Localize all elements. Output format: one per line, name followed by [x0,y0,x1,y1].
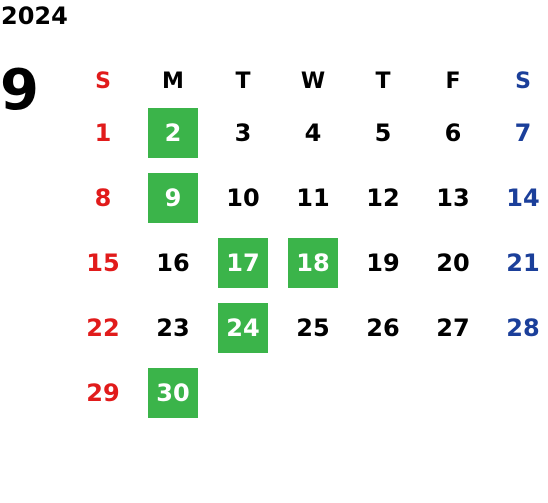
calendar-week: 29 30 [68,360,548,425]
day-number: 12 [366,183,400,212]
day-cell-tue: 10 [208,165,278,230]
day-number: 13 [436,183,470,212]
day-cell-thu: 12 [348,165,418,230]
calendar-week: 8 9 10 11 12 13 14 [68,165,548,230]
weekday-mon: M [162,68,184,94]
day-cell-thu: 19 [348,230,418,295]
day-cell-sat: 21 [488,230,548,295]
day-cell-sun: 22 [68,295,138,360]
day-number: 16 [156,248,190,277]
day-number: 11 [296,183,330,212]
day-cell-mon: 16 [138,230,208,295]
day-cell-wed: 4 [278,100,348,165]
day-number: 10 [226,183,260,212]
day-cell-thu: 5 [348,100,418,165]
day-number: 3 [234,118,252,147]
day-cell-sat: 14 [488,165,548,230]
day-cell-wed: 25 [278,295,348,360]
day-cell-fri: 27 [418,295,488,360]
day-number: 29 [86,378,120,407]
day-cell-mon: 2 [138,100,208,165]
day-number: 5 [374,118,392,147]
calendar-week: 22 23 24 25 26 27 28 [68,295,548,360]
day-number: 26 [366,313,400,342]
day-number: 27 [436,313,470,342]
day-number [288,368,338,418]
calendar-week: 15 16 17 18 19 20 21 [68,230,548,295]
day-cell-fri: 13 [418,165,488,230]
day-number: 21 [506,248,540,277]
day-cell-sun: 15 [68,230,138,295]
weekday-header: S M T W T F S [68,62,548,100]
weekday-tue: T [235,68,251,94]
day-cell-fri [418,360,488,425]
day-number: 8 [94,183,112,212]
day-cell-sun: 1 [68,100,138,165]
weekday-fri: F [445,68,461,94]
day-number: 20 [436,248,470,277]
day-number: 15 [86,248,120,277]
highlighted-day: 17 [218,237,268,288]
day-number: 14 [506,183,540,212]
day-cell-tue: 3 [208,100,278,165]
highlighted-day: 24 [218,302,268,353]
day-cell-sun: 8 [68,165,138,230]
day-number: 28 [506,313,540,342]
day-number [218,368,268,418]
day-number: 1 [94,118,112,147]
day-number [358,368,408,418]
weekday-sun: S [95,68,111,94]
day-cell-thu: 26 [348,295,418,360]
highlighted-day: 18 [288,237,338,288]
day-cell-thu [348,360,418,425]
day-number: 22 [86,313,120,342]
day-cell-fri: 20 [418,230,488,295]
calendar-month: 9 [0,58,39,123]
day-cell-wed: 11 [278,165,348,230]
day-cell-mon: 9 [138,165,208,230]
day-cell-mon: 23 [138,295,208,360]
day-cell-sat: 7 [488,100,548,165]
day-cell-sun: 29 [68,360,138,425]
day-cell-tue [208,360,278,425]
calendar-year: 2024 [1,2,68,30]
day-number: 6 [444,118,462,147]
day-cell-wed: 18 [278,230,348,295]
calendar-week: 1 2 3 4 5 6 7 [68,100,548,165]
weekday-thu: T [375,68,391,94]
weekday-wed: W [300,68,326,94]
day-cell-wed [278,360,348,425]
day-number: 25 [296,313,330,342]
day-cell-sat: 28 [488,295,548,360]
day-number [428,368,478,418]
day-number: 19 [366,248,400,277]
day-number: 23 [156,313,190,342]
highlighted-day: 9 [148,172,198,223]
highlighted-day: 2 [148,107,198,158]
day-cell-sat [488,360,548,425]
day-cell-tue: 17 [208,230,278,295]
day-number [498,368,548,418]
day-number: 7 [514,118,532,147]
weekday-sat: S [515,68,531,94]
highlighted-day: 30 [148,367,198,418]
day-cell-tue: 24 [208,295,278,360]
day-cell-fri: 6 [418,100,488,165]
day-cell-mon: 30 [138,360,208,425]
day-number: 4 [304,118,322,147]
